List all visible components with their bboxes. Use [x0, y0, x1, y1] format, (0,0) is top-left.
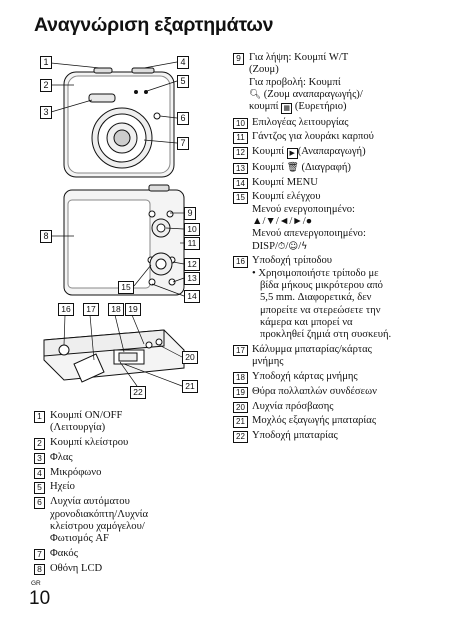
list-item: 10 Επιλογέας λειτουργίας [233, 117, 448, 130]
list-item: 4 Μικρόφωνο [34, 467, 214, 480]
list-item: 13 Κουμπί 🗑︎ (Διαγραφή) [233, 161, 448, 175]
callout-3: 3 [40, 106, 52, 119]
self-timer-icon: ⏱︎ [277, 240, 286, 252]
list-item: 20 Λυχνία πρόσβασης [233, 401, 448, 414]
callout-15: 15 [118, 281, 134, 294]
callout-12: 12 [184, 258, 200, 271]
list-item: 3 Φλας [34, 452, 214, 465]
list-item: 21 Μοχλός εξαγωγής μπαταρίας [233, 415, 448, 428]
list-item: 1 Κουμπί ON/OFF (Λειτουργία) [34, 410, 214, 435]
callout-13: 13 [184, 272, 200, 285]
leader-lines-front [50, 61, 178, 144]
callout-8: 8 [40, 230, 52, 243]
parts-list-left: 1 Κουμπί ON/OFF (Λειτουργία) 2 Κουμπί κλ… [34, 410, 214, 578]
magnifier-icon: 🔍︎ [249, 88, 262, 100]
list-item: 16 Υποδοχή τρίποδου • Χρησιμοποιήστε τρί… [233, 255, 448, 341]
page-title: Αναγνώριση εξαρτημάτων [34, 14, 274, 36]
flash-icon: ϟ [301, 240, 308, 252]
callout-7: 7 [177, 137, 189, 150]
callout-17: 17 [83, 303, 99, 316]
list-item: 14 Κουμπί MENU [233, 177, 448, 190]
play-icon: ▶ [286, 148, 298, 160]
callout-10: 10 [184, 223, 200, 236]
callout-20: 20 [182, 351, 198, 364]
list-item: 7 Φακός [34, 548, 214, 561]
callout-21: 21 [182, 380, 198, 393]
camera-diagram: 1 2 3 4 5 6 7 8 9 10 11 12 13 14 15 16 1… [34, 50, 210, 400]
camera-illustrations [43, 61, 185, 387]
list-item: 22 Υποδοχή μπαταρίας [233, 430, 448, 443]
list-item: 17 Κάλυμμα μπαταρίας/κάρτας μνήμης [233, 344, 448, 369]
camera-front-view [63, 67, 175, 178]
callout-2: 2 [40, 79, 52, 92]
list-item: 6 Λυχνία αυτόματου χρονοδιακόπτη/Λυχνία … [34, 496, 214, 545]
callout-6: 6 [177, 112, 189, 125]
callout-4: 4 [177, 56, 189, 69]
list-item: 5 Ηχείο [34, 481, 214, 494]
parts-list-right: 9 Για λήψη: Κουμπί W/T (Ζουμ) Για προβολ… [233, 52, 448, 445]
grid-icon: ▦ [281, 103, 293, 115]
callout-5: 5 [177, 75, 189, 88]
trash-icon: 🗑︎ [286, 161, 299, 173]
callout-19: 19 [125, 303, 141, 316]
callout-18: 18 [108, 303, 124, 316]
callout-16: 16 [58, 303, 74, 316]
leader-lines-bottom [63, 314, 183, 387]
list-item: 15 Κουμπί ελέγχου Μενού ενεργοποιημένο: … [233, 191, 448, 252]
list-item: 8 Οθόνη LCD [34, 563, 214, 576]
language-code: GR [31, 580, 41, 587]
list-item: 12 Κουμπί ▶(Αναπαραγωγή) [233, 146, 448, 160]
camera-bottom-view [43, 329, 185, 383]
callout-22: 22 [130, 386, 146, 399]
leader-lines-back [51, 212, 185, 297]
callout-11: 11 [184, 237, 200, 250]
smile-icon: ☺︎ [288, 240, 299, 252]
list-item: 18 Υποδοχή κάρτας μνήμης [233, 371, 448, 384]
callout-9: 9 [184, 207, 196, 220]
list-item: 2 Κουμπί κλείστρου [34, 437, 214, 450]
page-number: 10 [29, 588, 51, 609]
list-item: 9 Για λήψη: Κουμπί W/T (Ζουμ) Για προβολ… [233, 52, 448, 115]
callout-14: 14 [184, 290, 200, 303]
camera-back-view [63, 184, 185, 296]
list-item: 11 Γάντζος για λουράκι καρπού [233, 131, 448, 144]
list-item: 19 Θύρα πολλαπλών συνδέσεων [233, 386, 448, 399]
callout-1: 1 [40, 56, 52, 69]
